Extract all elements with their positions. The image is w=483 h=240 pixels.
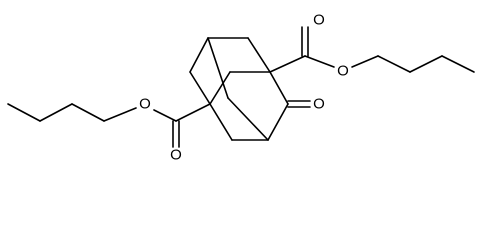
bond bbox=[269, 55, 306, 73]
bond bbox=[247, 37, 271, 73]
bond bbox=[409, 55, 443, 73]
bond bbox=[39, 103, 73, 122]
carbonyl-oxygen-label: O bbox=[170, 147, 182, 164]
bond bbox=[175, 103, 211, 122]
bond bbox=[209, 71, 231, 105]
chemical-structure: O O O O O bbox=[7, 12, 475, 164]
bond bbox=[269, 71, 289, 105]
right-butyl-ester: O O bbox=[269, 12, 475, 80]
ketone-group: O bbox=[287, 96, 325, 113]
adamantane-cage-bonds bbox=[189, 37, 289, 141]
bond bbox=[304, 55, 335, 68]
bond bbox=[377, 55, 411, 73]
bond bbox=[7, 103, 41, 122]
bond bbox=[441, 55, 475, 73]
bond bbox=[189, 37, 209, 73]
ether-oxygen-label: O bbox=[139, 96, 151, 113]
left-butyl-ester: O O bbox=[7, 96, 211, 164]
bond bbox=[189, 71, 211, 105]
carbonyl-oxygen-label: O bbox=[313, 12, 325, 29]
bond bbox=[71, 103, 105, 122]
bond bbox=[153, 109, 177, 122]
bond bbox=[207, 37, 229, 99]
bond bbox=[351, 55, 379, 68]
ketone-oxygen-label: O bbox=[313, 96, 325, 113]
bond bbox=[209, 103, 233, 141]
bond bbox=[267, 103, 289, 141]
bond bbox=[227, 97, 269, 141]
ether-oxygen-label: O bbox=[337, 63, 349, 80]
bond bbox=[103, 107, 137, 122]
